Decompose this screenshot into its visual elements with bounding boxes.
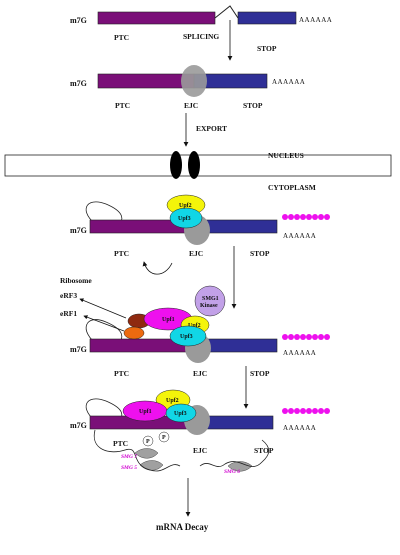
ejc-complex (181, 65, 207, 97)
smg1-label: SMG1 (202, 296, 219, 302)
spliced-mrna: m7G AAAAAA PTC EJC STOP EXPORT (70, 65, 305, 147)
mrna-decay-label: mRNA Decay (156, 522, 209, 532)
smg7-protein (134, 448, 159, 459)
cap-label: m7G (70, 79, 87, 88)
smg6-label: SMG 6 (224, 469, 240, 475)
stop-label: STOP (243, 101, 263, 110)
exon-1 (97, 73, 195, 89)
pre-mrna: m7G AAAAAA PTC STOP SPLICING (70, 5, 332, 61)
intron-line (214, 5, 239, 19)
stop-label: STOP (257, 44, 277, 53)
stop-label: STOP (254, 446, 274, 455)
upf2-label: Upf2 (166, 398, 179, 404)
ptc-label: PTC (115, 101, 130, 110)
nuclear-pore-right (188, 151, 200, 179)
phosphate-2-label: P (162, 435, 166, 441)
poly-a-tail: AAAAAA (283, 424, 316, 432)
cytoplasm-mrna-2: m7G Upf1 Upf2 Upf3 SMG1 Kinase Ribosome … (60, 276, 330, 409)
smg5-protein (139, 460, 164, 471)
cap-label: m7G (70, 345, 87, 354)
decay-loop-right (199, 439, 270, 467)
upf3-label: Upf3 (180, 334, 193, 340)
nuclear-pore-left (170, 151, 182, 179)
ptc-label: PTC (113, 439, 128, 448)
upf3-label: Upf3 (178, 216, 191, 222)
upf2-label: Upf2 (179, 203, 192, 209)
ejc-label: EJC (184, 101, 198, 110)
upf1-label: Upf1 (139, 409, 152, 415)
stop-label: STOP (250, 369, 270, 378)
ptc-label: PTC (114, 369, 129, 378)
poly-a-tail: AAAAAA (283, 349, 316, 357)
erf1-label: eRF1 (60, 309, 77, 318)
scanning-arrow (142, 261, 173, 275)
phosphate-2 (158, 431, 170, 443)
smg6-protein (227, 461, 253, 472)
erf3-label: eRF3 (60, 291, 77, 300)
cytoplasm-label: CYTOPLASM (268, 183, 316, 192)
export-label: EXPORT (196, 124, 227, 133)
stop-label: STOP (250, 249, 270, 258)
pabp-chain (282, 214, 330, 220)
erf1-protein (123, 326, 145, 340)
ejc-label: EJC (193, 446, 207, 455)
phosphate-1-label: P (146, 439, 150, 445)
upf3-protein (165, 403, 197, 423)
upf3-label: Upf3 (174, 411, 187, 417)
cytoplasm-mrna-1: m7G Upf2 Upf3 AAAAAA PTC EJC STOP (70, 194, 330, 309)
smg7-label: SMG 7 (121, 454, 137, 460)
erf3-pointer (79, 298, 127, 319)
poly-a-tail: AAAAAA (272, 78, 305, 86)
cap-label: m7G (70, 421, 87, 430)
upf3-protein (169, 325, 207, 347)
erf1-pointer (83, 315, 125, 332)
upf1-label: Upf1 (162, 317, 175, 323)
ejc-label: EJC (189, 249, 203, 258)
ptc-label: PTC (114, 249, 129, 258)
smg1-kinase (194, 285, 226, 317)
splicing-label: SPLICING (183, 32, 219, 41)
nuclear-envelope: NUCLEUS CYTOPLASM (4, 151, 392, 192)
exon-1 (97, 11, 216, 25)
cap-label: m7G (70, 16, 87, 25)
exon-2 (237, 11, 297, 25)
smg5-label: SMG 5 (121, 465, 137, 471)
poly-a-tail: AAAAAA (299, 16, 332, 24)
cytoplasm-mrna-3: m7G Upf2 Upf1 Upf3 P P SMG 7 SMG 5 SMG 6… (70, 389, 330, 532)
cap-label: m7G (70, 226, 87, 235)
kinase-label: Kinase (200, 303, 218, 309)
upf3-protein (169, 207, 203, 229)
ptc-label: PTC (114, 33, 129, 42)
pabp-chain (282, 334, 330, 340)
ribosome-label: Ribosome (60, 276, 92, 285)
nucleus-label: NUCLEUS (268, 151, 304, 160)
upf2-label: Upf2 (188, 323, 201, 329)
poly-a-tail: AAAAAA (283, 232, 316, 240)
phosphate-1 (142, 435, 154, 447)
ejc-label: EJC (193, 369, 207, 378)
pabp-chain (282, 408, 330, 414)
decay-loop-left (93, 429, 181, 472)
utr-loop (85, 319, 123, 346)
